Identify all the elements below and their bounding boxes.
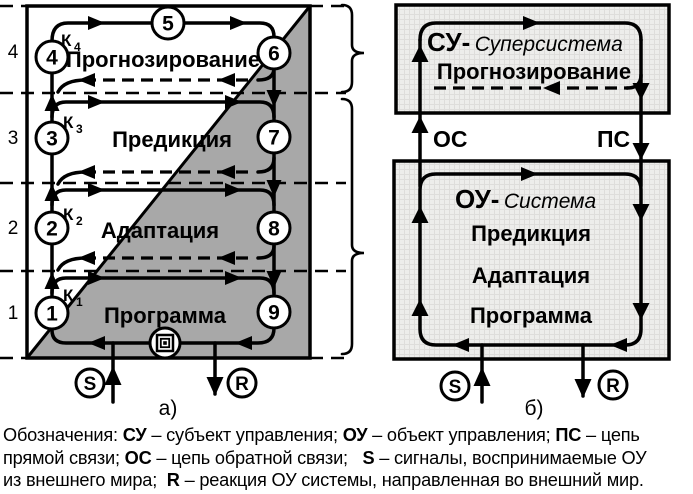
level-number-3: 3 — [8, 128, 19, 149]
k3-sub: 3 — [76, 122, 83, 136]
diagram-a-label: а) — [159, 397, 178, 420]
node-circle-6: 6 — [256, 35, 292, 71]
flow-arrowheads-b — [411, 16, 650, 398]
diagram-a: 4 3 2 1 К 4 К 3 К 2 К 1 Прогнозирование … — [0, 3, 365, 420]
axis-level-numbers: 4 3 2 1 — [8, 42, 19, 324]
signal-s-b: S — [439, 370, 471, 402]
ou-function-adaptation: Адаптация — [472, 263, 590, 288]
ou-system-box — [392, 159, 671, 361]
level-name-adaptation: Адаптация — [101, 218, 219, 243]
grouping-braces — [340, 3, 365, 356]
forward-link-label: ПС — [597, 126, 630, 152]
diagram-b: СУ- Суперсистема Прогнозирование ОС ПС О… — [392, 3, 671, 420]
brace-system — [340, 97, 365, 356]
ou-function-program: Программа — [470, 303, 593, 328]
caption-line-1: Обозначения: СУ – субъект управления; ОУ… — [3, 425, 640, 445]
ou-function-prediction: Предикция — [471, 221, 591, 246]
signal-s-a: S — [74, 367, 106, 399]
node-circles: 1 2 3 4 5 6 7 — [34, 5, 292, 331]
node-circle-3: 3 — [34, 120, 70, 156]
k1-sub: 1 — [76, 295, 83, 309]
svg-text:2: 2 — [46, 218, 58, 241]
k2-sub: 2 — [76, 214, 83, 228]
feedback-link-label: ОС — [433, 126, 468, 152]
svg-text:6: 6 — [268, 43, 280, 66]
svg-text:9: 9 — [268, 302, 280, 325]
k4-label: К — [61, 31, 72, 50]
level-names: Прогнозирование Предикция Адаптация Прог… — [66, 47, 260, 328]
signal-s-label-b: S — [449, 377, 462, 398]
diagram-b-label: б) — [524, 397, 543, 420]
brace-supersystem — [340, 3, 365, 94]
target-icon — [148, 326, 182, 360]
caption-line-2: прямой связи; ОС – цепь обратной связи; … — [3, 447, 647, 468]
level-boundary-lines — [0, 4, 346, 360]
level-name-forecasting: Прогнозирование — [66, 47, 260, 72]
node-circle-2: 2 — [34, 210, 70, 246]
svg-text:4: 4 — [46, 47, 58, 70]
ou-box-functions: Предикция Адаптация Программа — [470, 221, 593, 328]
signal-r-a: R — [226, 367, 258, 399]
ou-box-title: ОУ- Система — [455, 184, 596, 214]
level-number-1: 1 — [8, 303, 19, 324]
node-circle-8: 8 — [256, 210, 292, 246]
signal-r-label: R — [235, 374, 249, 395]
signal-s-label: S — [84, 374, 97, 395]
node-circle-7: 7 — [256, 119, 292, 155]
signal-r-b: R — [597, 369, 629, 401]
flow-arrowheads-a — [44, 16, 282, 396]
signal-r-label-b: R — [606, 376, 620, 397]
su-box-function: Прогнозирование — [437, 59, 631, 84]
k4-sub: 4 — [74, 40, 81, 54]
svg-text:1: 1 — [46, 303, 58, 326]
k3-label: К — [63, 113, 74, 132]
level-name-prediction: Предикция — [112, 127, 232, 152]
k1-label: К — [63, 286, 74, 305]
svg-text:7: 7 — [268, 127, 280, 150]
svg-text:3: 3 — [46, 128, 58, 151]
level-number-4: 4 — [8, 42, 19, 63]
level-number-2: 2 — [8, 218, 19, 239]
node-circle-4: 4 — [34, 39, 70, 75]
su-box-title: СУ- Суперсистема — [427, 27, 623, 57]
svg-text:5: 5 — [162, 13, 174, 36]
node-circle-5: 5 — [150, 5, 186, 41]
node-circle-1: 1 — [34, 295, 70, 331]
figure-caption: Обозначения: СУ – субъект управления; ОУ… — [3, 424, 693, 492]
level-name-program: Программа — [104, 303, 227, 328]
k2-label: К — [63, 205, 74, 224]
svg-text:8: 8 — [268, 218, 280, 241]
diagram-canvas: 4 3 2 1 К 4 К 3 К 2 К 1 Прогнозирование … — [0, 3, 671, 420]
caption-line-3: из внешнего мира; R – реакция ОУ системы… — [3, 470, 644, 490]
node-circle-9: 9 — [256, 294, 292, 330]
k-labels: К 4 К 3 К 2 К 1 — [61, 31, 83, 309]
